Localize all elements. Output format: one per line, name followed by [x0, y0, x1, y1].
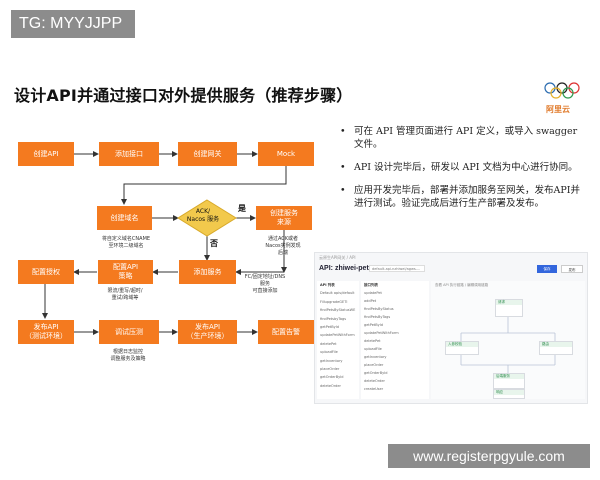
note-debug: 根据日志监控 调整服务及策略 [110, 349, 146, 362]
api-list-item[interactable]: deletePet [320, 341, 337, 346]
node-backend[interactable]: 后端服务 [493, 373, 525, 389]
api-list-item[interactable]: getPetById [320, 324, 339, 329]
step-create-domain: 创建域名 [97, 206, 152, 230]
bullet-item: •API 设计完毕后，研发以 API 文档为中心进行协同。 [340, 162, 578, 173]
api-list-item[interactable]: updatePetWithForm [320, 333, 355, 338]
interface-list-item[interactable]: updatePet [364, 291, 382, 295]
decision-label: ACK/ Nacos 服务 [186, 208, 220, 223]
step-publish-test: 发布API （测试环境） [18, 320, 74, 344]
olympic-rings-logo-icon: 阿里云 [540, 80, 590, 120]
brand-logo-text: 阿里云 [546, 105, 570, 114]
watermark-top: TG: MYYJJPP [11, 10, 135, 38]
step-create-gateway: 创建网关 [178, 142, 237, 166]
slide: 设计API并通过接口对外提供服务（推荐步骤） 阿里云 [0, 60, 600, 410]
api-list-item[interactable]: uploadFile [320, 350, 338, 355]
step-add-interface: 添加接口 [99, 142, 159, 166]
step-create-api: 创建API [18, 142, 74, 166]
interface-list-item[interactable]: updatePetWithForm [364, 331, 399, 335]
api-list-header: API 列表 [320, 283, 335, 287]
api-list-item[interactable]: FillupgradeGETI [320, 299, 348, 304]
api-list-item[interactable]: getInventory [320, 358, 343, 363]
slide-title: 设计API并通过接口对外提供服务（推荐步骤） [14, 86, 353, 105]
bullet-item: •可在 API 管理页面进行 API 定义，或导入 swagger 文件。 [340, 126, 578, 150]
api-list-item[interactable]: findPetsByStatusWE [320, 308, 356, 313]
api-list-item[interactable]: Default apis/default [320, 291, 355, 296]
step-configure-auth: 配置授权 [18, 260, 74, 284]
step-publish-prod: 发布API （生产环境） [178, 320, 237, 344]
api-list-item[interactable]: getOrderById [320, 375, 344, 380]
node-validate[interactable]: 入参校验 [445, 341, 479, 355]
node-route[interactable]: 路由 [539, 341, 573, 355]
node-request[interactable]: 请求 [495, 299, 523, 317]
interface-list-item[interactable]: deleteOrder [364, 379, 385, 383]
interface-list-item[interactable]: uploadFile [364, 347, 382, 351]
decision-diamond [177, 199, 237, 237]
canvas-tip: 查看 API 执行链路 / 编辑调用链路 [435, 283, 489, 287]
interface-list-item[interactable]: placeOrder [364, 363, 384, 367]
api-list-item[interactable]: placeOrder [320, 366, 340, 371]
interface-list-item[interactable]: getPetById [364, 323, 383, 327]
bullet-item: •应用开发完毕后，部署并添加服务至网关，发布API并进行测试。验证完成后进行生产… [340, 185, 581, 209]
interface-list-item[interactable]: getOrderById [364, 371, 388, 375]
flow-canvas: 查看 API 执行链路 / 编辑调用链路 请求 入参校验 路由 后端服务 响应 [431, 281, 585, 399]
step-debug-stress: 调试压测 [99, 320, 159, 344]
version-select[interactable]: default-api-nzhiwei/agws-... [369, 265, 425, 272]
interface-list-item[interactable]: getInventory [364, 355, 387, 359]
watermark-bottom: www.registerpgyule.com [388, 444, 590, 468]
save-button[interactable]: 保存 [537, 265, 557, 273]
rings-icon [544, 82, 580, 99]
bullet-list: •可在 API 管理页面进行 API 定义，或导入 swagger 文件。 •A… [340, 125, 580, 220]
step-create-service-source: 创建服务 来源 [256, 206, 312, 230]
interface-list-panel: 接口列表 updatePet addPet findPetsByStatus find… [361, 281, 429, 399]
api-console-screenshot: 云原生API网关 / API API: zhiwei-petstore defa… [314, 252, 588, 404]
decision-yes: 是 [238, 204, 246, 213]
interface-list-item[interactable]: findPetsByTags [364, 315, 391, 319]
note-api-policy: 限流/重写/超时/ 重试/跨域等 [107, 288, 143, 301]
api-name: API: zhiwei-petstore [319, 265, 386, 272]
api-list-item[interactable]: findPetsbyTags [320, 316, 347, 321]
api-list-item[interactable]: deleteOrder [320, 383, 341, 388]
step-mock: Mock [258, 142, 314, 166]
interface-list-header: 接口列表 [364, 283, 378, 287]
flow-connectors [42, 151, 287, 335]
publish-button[interactable]: 发布 [561, 265, 583, 273]
interface-list-item[interactable]: createUser [364, 387, 384, 391]
breadcrumb: 云原生API网关 / API [319, 255, 356, 260]
note-service-source: 通过ACK或者 Nacos实例发现 后端 [265, 236, 301, 256]
note-add-service: FC/固定地址/DNS 服务 可直接添加 [244, 274, 286, 294]
node-response[interactable]: 响应 [493, 389, 525, 399]
note-domain: 将自定义域名CNAME 至环境二级域名 [101, 236, 151, 249]
canvas-links [460, 315, 556, 373]
step-configure-alert: 配置告警 [258, 320, 314, 344]
step-configure-api-policy: 配置API 策略 [98, 260, 153, 284]
interface-list-item[interactable]: deletePet [364, 339, 381, 343]
interface-list-item[interactable]: findPetsByStatus [364, 307, 394, 311]
interface-list-item[interactable]: addPet [364, 299, 377, 303]
step-add-service: 添加服务 [179, 260, 236, 284]
decision-no: 否 [210, 239, 218, 248]
